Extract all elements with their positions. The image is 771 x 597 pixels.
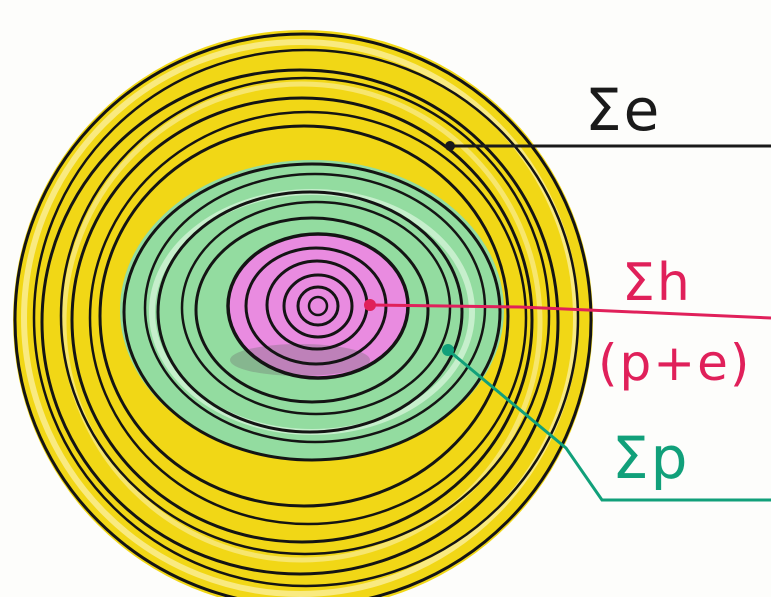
core-shadow	[230, 344, 370, 376]
ink-ring	[156, 190, 464, 434]
p-plus-e-label: (p+e)	[598, 334, 751, 392]
ink-ring	[282, 273, 354, 339]
ink-ring	[307, 295, 329, 317]
sum-e-marker-dot	[445, 141, 455, 151]
ink-ring	[88, 110, 528, 526]
sum-p-leader-line	[447, 348, 771, 502]
ink-rings	[13, 32, 593, 597]
ink-ring	[296, 285, 340, 327]
outer-shell-highlight	[21, 39, 579, 597]
core-fill	[228, 233, 408, 377]
ink-ring	[122, 162, 502, 462]
ink-ring	[59, 76, 551, 556]
sum-h-leader-line	[369, 303, 771, 320]
sum-e-label: Σe	[585, 76, 661, 144]
outer-shell-highlight	[61, 81, 543, 563]
sum-p-label: Σp	[612, 424, 689, 492]
sum-h-label: Σh	[622, 253, 692, 313]
sum-p-marker-dot	[442, 344, 454, 356]
ink-ring	[13, 32, 593, 597]
core	[228, 233, 408, 377]
ink-ring	[32, 48, 580, 588]
sum-h-marker-dot	[364, 299, 376, 311]
ink-ring	[40, 68, 560, 576]
sum-p-leader	[442, 344, 771, 502]
ink-ring	[70, 96, 534, 544]
sum-h-leader	[364, 299, 771, 320]
ink-ring	[98, 124, 510, 508]
ink-ring	[194, 216, 430, 404]
sum-e-leader	[445, 141, 771, 151]
ink-ring	[180, 200, 452, 416]
